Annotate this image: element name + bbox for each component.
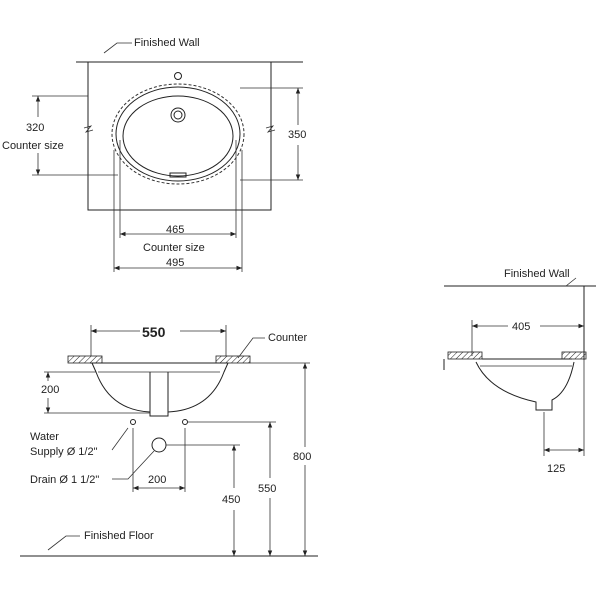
side-finished-wall-leader — [565, 277, 577, 287]
front-counter-right — [215, 355, 251, 364]
dim-550h-value: 550 — [258, 483, 276, 495]
dim-350-value: 350 — [288, 129, 306, 141]
water-supply-right-icon — [182, 419, 188, 425]
front-view: 550 Counter 200 Water Supply Ø 1/2" Drai… — [20, 324, 318, 557]
overflow-slot — [169, 172, 187, 178]
side-counter-left — [447, 351, 483, 360]
basin-bowl — [122, 95, 234, 177]
basin-rim — [115, 86, 241, 182]
water-supply-left-icon — [130, 419, 136, 425]
counter-leader — [237, 337, 265, 359]
basin-rim-dashed — [111, 83, 245, 185]
top-counter-outline — [87, 61, 272, 211]
dim-125-value: 125 — [547, 463, 565, 475]
water-supply-label-1: Water — [30, 431, 59, 443]
front-bowl — [91, 362, 229, 417]
front-drain-throat — [149, 372, 169, 412]
dim-465-caption: Counter size — [143, 242, 205, 254]
dim-550-value: 550 — [142, 324, 166, 340]
side-counter-right — [561, 351, 587, 360]
dim-405-value: 405 — [512, 321, 530, 333]
drain-outlet-icon — [151, 437, 167, 453]
side-view: Finished Wall 405 125 — [443, 268, 596, 475]
dim-320-value: 320 — [26, 122, 44, 134]
dim-200s-value: 200 — [148, 474, 166, 486]
top-drain-outer — [170, 107, 186, 123]
drain-leader — [112, 450, 155, 480]
water-supply-leader — [111, 427, 129, 451]
top-drain-inner — [173, 110, 183, 120]
side-finished-wall-label: Finished Wall — [504, 268, 570, 280]
right-break-mark — [265, 125, 276, 133]
water-supply-label-2: Supply Ø 1/2" — [30, 446, 98, 458]
top-view: Finished Wall 320 Counter size 350 — [2, 37, 306, 272]
dim-800-value: 800 — [293, 451, 311, 463]
top-finished-wall-label: Finished Wall — [134, 37, 200, 49]
left-break-mark — [83, 125, 94, 133]
dim-450-value: 450 — [222, 494, 240, 506]
dim-200h-value: 200 — [41, 384, 59, 396]
finished-floor-label: Finished Floor — [84, 530, 154, 542]
finished-floor-leader — [47, 535, 80, 551]
dim-320-caption: Counter size — [2, 140, 64, 152]
front-counter-left — [67, 355, 103, 364]
top-finished-wall-leader — [103, 42, 132, 54]
drain-label: Drain Ø 1 1/2" — [30, 474, 99, 486]
faucet-hole — [174, 72, 182, 80]
dim-465-value: 465 — [166, 224, 184, 236]
counter-label: Counter — [268, 332, 307, 344]
dim-495-value: 495 — [166, 257, 184, 269]
side-bowl — [475, 361, 575, 411]
